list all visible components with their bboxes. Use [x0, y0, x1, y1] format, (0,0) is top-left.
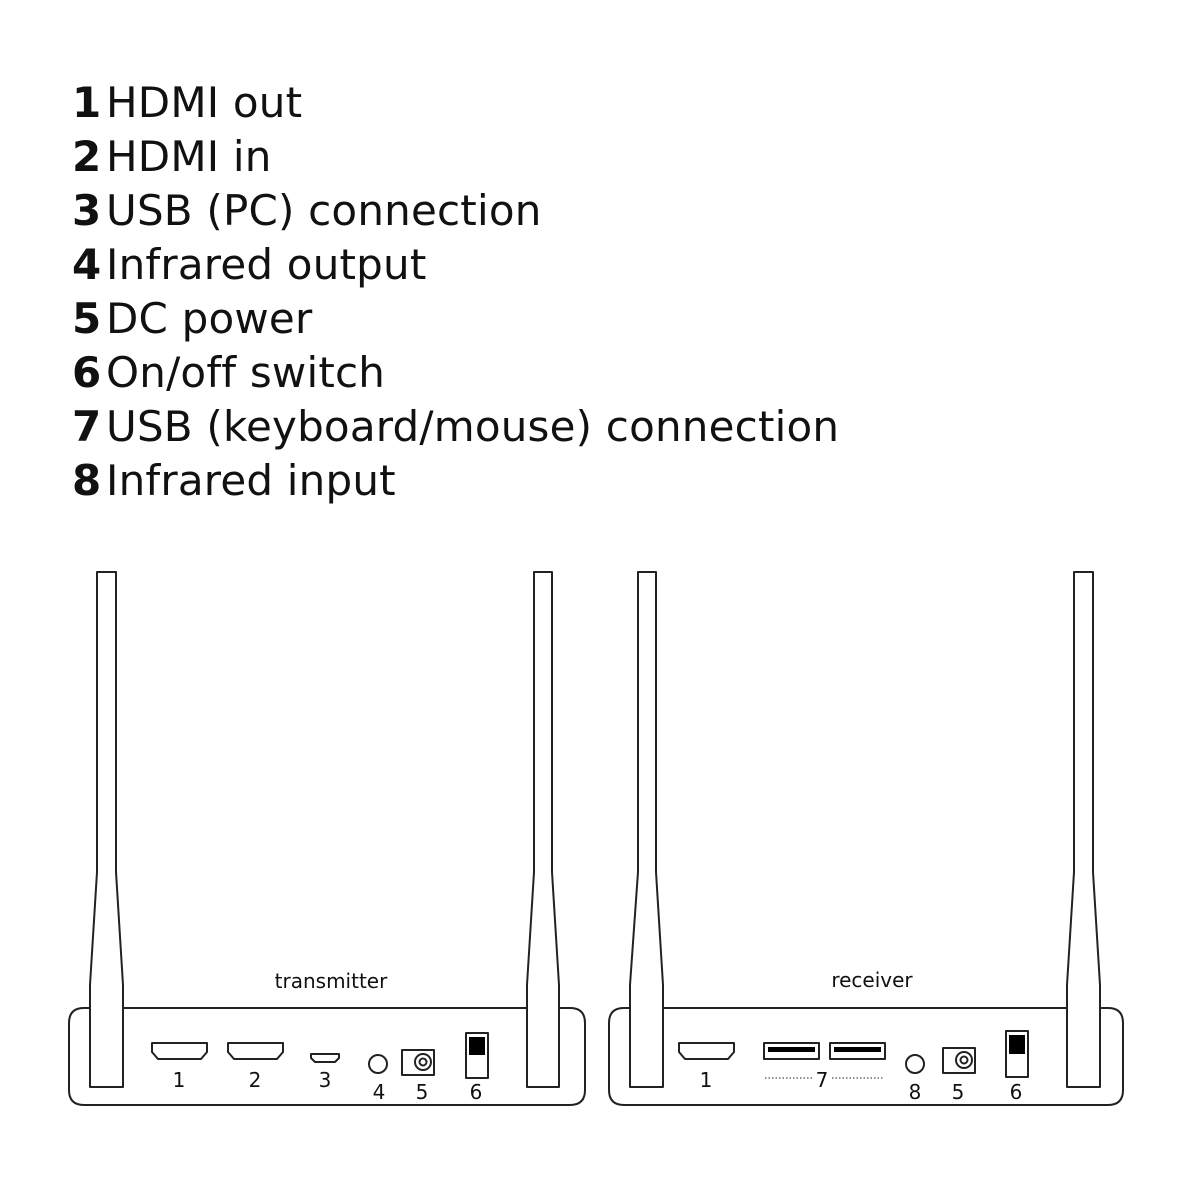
receiver-title: receiver	[831, 968, 913, 992]
port-label: 7	[816, 1068, 829, 1092]
port-label: 3	[319, 1068, 332, 1092]
usb-a-port-icon	[763, 1042, 820, 1060]
legend-label: DC power	[106, 294, 313, 343]
transmitter-title: transmitter	[275, 969, 388, 993]
legend-number: 5	[72, 294, 102, 343]
antenna-icon	[1066, 571, 1101, 1088]
port-label: 6	[1010, 1080, 1023, 1104]
port-label: 4	[373, 1080, 386, 1104]
antenna-icon	[526, 571, 560, 1088]
antenna-icon	[89, 571, 124, 1088]
infrared-jack-icon	[368, 1054, 388, 1074]
port-label: 6	[470, 1080, 483, 1104]
power-switch-icon	[1005, 1030, 1029, 1078]
usb-a-port-icon	[829, 1042, 886, 1060]
dc-power-jack-icon	[942, 1047, 976, 1074]
port-label: 1	[173, 1068, 186, 1092]
legend-label: On/off switch	[106, 348, 386, 397]
legend-label: USB (PC) connection	[106, 186, 542, 235]
legend-label: Infrared input	[106, 456, 396, 505]
legend-label: Infrared output	[106, 240, 427, 289]
legend-label: HDMI out	[106, 78, 303, 127]
legend-number: 3	[72, 186, 102, 235]
dc-power-jack-icon	[401, 1049, 435, 1076]
hdmi-port-icon	[151, 1042, 208, 1060]
transmitter-body	[68, 1007, 586, 1106]
antenna-icon	[629, 571, 664, 1088]
receiver-unit: receiver 1 7 8	[608, 571, 1124, 1106]
receiver-body	[608, 1007, 1124, 1106]
port-label: 5	[952, 1080, 965, 1104]
micro-usb-port-icon	[310, 1053, 340, 1063]
legend-number: 6	[72, 348, 102, 397]
legend-number: 2	[72, 132, 102, 181]
legend-number: 7	[72, 402, 102, 451]
legend-number: 4	[72, 240, 102, 289]
legend-label: HDMI in	[106, 132, 272, 181]
port-label: 8	[909, 1080, 922, 1104]
legend-label: USB (keyboard/mouse) connection	[106, 402, 840, 451]
legend-number: 8	[72, 456, 102, 505]
legend-number: 1	[72, 78, 102, 127]
infrared-jack-icon	[905, 1054, 925, 1074]
transmitter-unit: transmitter 1 2 3 4 5	[68, 571, 586, 1106]
port-label: 2	[249, 1068, 262, 1092]
hdmi-port-icon	[678, 1042, 735, 1060]
port-label: 1	[700, 1068, 713, 1092]
power-switch-icon	[465, 1032, 489, 1079]
port-label: 5	[416, 1080, 429, 1104]
hdmi-port-icon	[227, 1042, 284, 1060]
